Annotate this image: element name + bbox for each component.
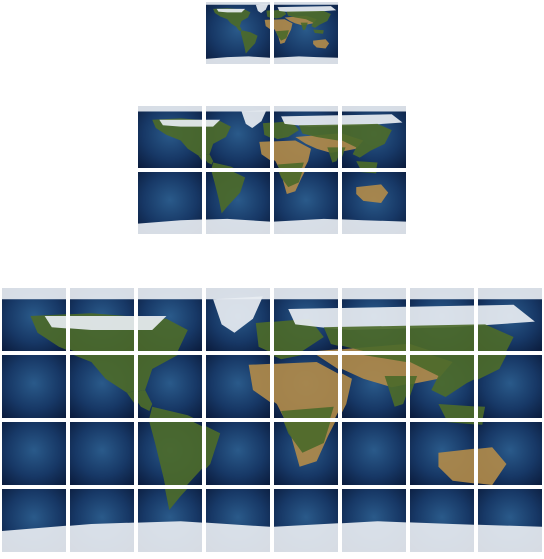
map-tile-zoom-level-3-r3-c4	[274, 489, 338, 552]
map-tile-zoom-level-2-r0-c2	[274, 106, 338, 168]
zoom-level-1	[206, 2, 338, 64]
map-tile-zoom-level-3-r0-c6	[410, 288, 474, 351]
map-tile-zoom-level-3-r2-c4	[274, 422, 338, 485]
map-tile-zoom-level-1-r0-c0	[206, 2, 270, 64]
map-tile-zoom-level-3-r3-c7	[478, 489, 542, 552]
map-tile-zoom-level-2-r1-c0	[138, 172, 202, 234]
map-tile-zoom-level-3-r0-c1	[70, 288, 134, 351]
map-tile-zoom-level-3-r1-c4	[274, 355, 338, 418]
map-tile-zoom-level-3-r3-c2	[138, 489, 202, 552]
map-tile-zoom-level-2-r0-c3	[342, 106, 406, 168]
map-tile-zoom-level-3-r1-c7	[478, 355, 542, 418]
zoom-level-2	[138, 106, 406, 234]
map-tile-zoom-level-3-r3-c5	[342, 489, 406, 552]
map-tile-zoom-level-2-r0-c1	[206, 106, 270, 168]
map-tile-zoom-level-3-r1-c0	[2, 355, 66, 418]
map-tile-zoom-level-3-r1-c3	[206, 355, 270, 418]
map-tile-zoom-level-2-r0-c0	[138, 106, 202, 168]
map-tile-zoom-level-3-r2-c0	[2, 422, 66, 485]
map-tile-zoom-level-3-r2-c5	[342, 422, 406, 485]
map-tile-zoom-level-2-r1-c1	[206, 172, 270, 234]
map-tile-zoom-level-2-r1-c2	[274, 172, 338, 234]
map-tile-zoom-level-3-r1-c1	[70, 355, 134, 418]
map-tile-zoom-level-3-r0-c2	[138, 288, 202, 351]
map-tile-zoom-level-2-r1-c3	[342, 172, 406, 234]
map-tile-zoom-level-3-r3-c1	[70, 489, 134, 552]
map-tile-zoom-level-3-r2-c6	[410, 422, 474, 485]
map-tile-zoom-level-3-r2-c3	[206, 422, 270, 485]
map-tile-zoom-level-3-r2-c2	[138, 422, 202, 485]
map-tile-zoom-level-3-r3-c0	[2, 489, 66, 552]
map-tile-zoom-level-3-r1-c6	[410, 355, 474, 418]
zoom-level-3	[2, 288, 542, 552]
map-tile-zoom-level-3-r0-c7	[478, 288, 542, 351]
map-tile-zoom-level-3-r1-c5	[342, 355, 406, 418]
map-tile-zoom-level-3-r3-c3	[206, 489, 270, 552]
map-tile-zoom-level-3-r0-c5	[342, 288, 406, 351]
map-tile-zoom-level-3-r2-c7	[478, 422, 542, 485]
map-tile-zoom-level-3-r2-c1	[70, 422, 134, 485]
map-tile-zoom-level-3-r1-c2	[138, 355, 202, 418]
map-tile-zoom-level-3-r0-c3	[206, 288, 270, 351]
map-tile-zoom-level-3-r3-c6	[410, 489, 474, 552]
map-tile-zoom-level-3-r0-c0	[2, 288, 66, 351]
map-tile-zoom-level-1-r0-c1	[274, 2, 338, 64]
map-tile-zoom-level-3-r0-c4	[274, 288, 338, 351]
